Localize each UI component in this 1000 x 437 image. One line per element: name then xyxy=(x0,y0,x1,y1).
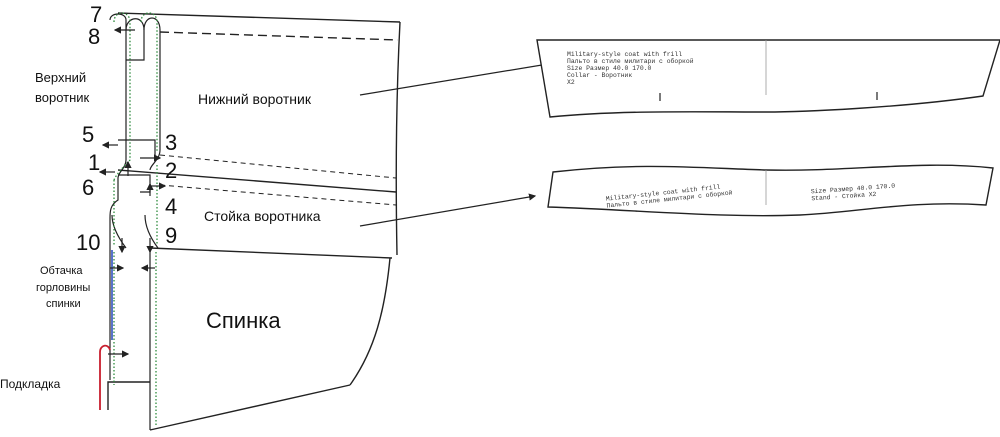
dashed-guides-thin xyxy=(159,154,397,206)
leader-arrows xyxy=(359,59,562,227)
back-label: Спинка xyxy=(206,308,281,333)
step-number-4: 4 xyxy=(165,194,177,219)
lower-collar-label: Нижний воротник xyxy=(198,91,312,107)
lining-label: Подкладка xyxy=(0,377,61,391)
back-facing-label: Обтачка горловины спинки xyxy=(36,265,93,310)
pattern-collar: Military-style coat with frill Пальто в … xyxy=(536,39,1000,118)
pattern-stand: Military-style coat with frill Пальто в … xyxy=(547,164,994,217)
step-number-10: 10 xyxy=(76,230,100,255)
stitch-lines xyxy=(113,12,158,425)
step-number-9: 9 xyxy=(165,223,177,248)
step-number-5: 5 xyxy=(82,122,94,147)
garment-outline xyxy=(107,12,401,431)
step-number-7: 7 xyxy=(90,2,102,27)
collar-pattern-text: Military-style coat with frill Пальто в … xyxy=(567,51,697,86)
collar-layers xyxy=(109,13,161,430)
upper-collar-label: Верхний воротник xyxy=(35,70,90,105)
step-number-3: 3 xyxy=(165,130,177,155)
direction-arrows xyxy=(98,26,167,358)
dashed-guides xyxy=(159,31,399,41)
step-number-8: 8 xyxy=(88,24,100,49)
step-number-1: 1 xyxy=(88,150,100,175)
step-number-6: 6 xyxy=(82,175,94,200)
lining-line xyxy=(99,344,111,410)
step-number-2: 2 xyxy=(165,158,177,183)
collar-stand-label: Стойка воротника xyxy=(204,208,321,224)
